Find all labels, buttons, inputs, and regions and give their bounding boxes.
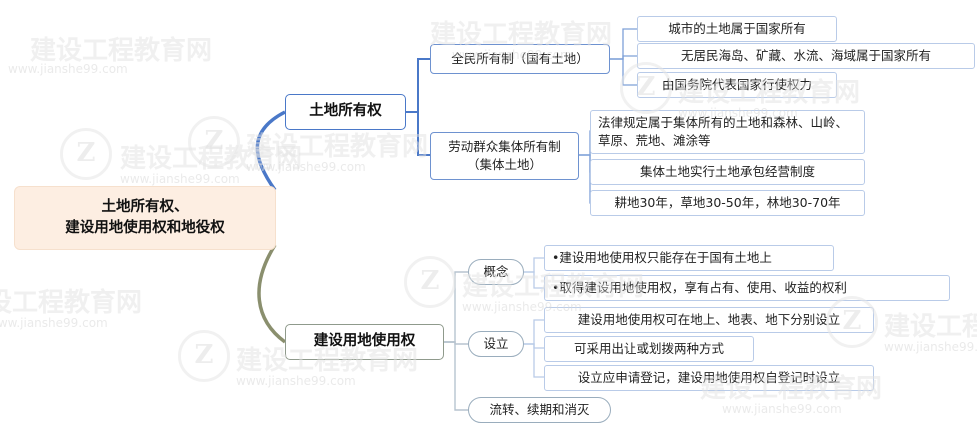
link-establish-item-1	[524, 319, 544, 345]
link-concept-item-2	[524, 271, 544, 289]
leaf-concept-item-1[interactable]: •建设用地使用权只能存在于国有土地上	[544, 245, 834, 271]
leaf-establish-item-1[interactable]: 建设用地使用权可在地上、地表、地下分别设立	[544, 307, 874, 333]
leaf-establish-item-2[interactable]: 可采用出让或划拨两种方式	[544, 336, 754, 362]
link-root-to-construction-land	[257, 244, 287, 344]
link-cl-to-concept	[444, 271, 468, 343]
node-transfer[interactable]: 流转、续期和消灭	[468, 397, 611, 423]
link-root-to-land-ownership	[255, 110, 286, 192]
node-establish[interactable]: 设立	[468, 331, 524, 357]
link-state-item-3	[609, 58, 637, 86]
node-collective-ownership[interactable]: 劳动群众集体所有制（集体土地）	[430, 132, 579, 180]
leaf-state-item-1[interactable]: 城市的土地属于国家所有	[637, 16, 837, 42]
link-lo-to-state	[406, 58, 430, 113]
leaf-state-item-2[interactable]: 无居民海岛、矿藏、水流、海域属于国家所有	[637, 43, 975, 69]
root-node[interactable]: 土地所有权、 建设用地使用权和地役权	[14, 186, 276, 250]
leaf-concept-item-2[interactable]: •取得建设用地使用权，享有占有、使用、收益的权利	[544, 275, 950, 301]
leaf-collective-item-2[interactable]: 集体土地实行土地承包经营制度	[590, 159, 865, 185]
link-state-item-1	[609, 28, 637, 60]
branch-node-land-ownership[interactable]: 土地所有权	[285, 94, 406, 130]
link-lo-to-collective	[406, 111, 430, 156]
link-establish-item-3	[524, 343, 544, 378]
branch-node-construction-land[interactable]: 建设用地使用权	[285, 324, 444, 360]
leaf-establish-item-3[interactable]: 设立应申请登记，建设用地使用权自登记时设立	[544, 365, 874, 391]
node-state-ownership[interactable]: 全民所有制（国有土地）	[430, 44, 610, 74]
node-concept[interactable]: 概念	[468, 259, 524, 285]
leaf-collective-item-3[interactable]: 耕地30年，草地30-50年，林地30-70年	[590, 190, 865, 216]
link-cl-to-transfer	[444, 341, 468, 411]
link-concept-item-1	[524, 257, 544, 273]
leaf-collective-item-1[interactable]: 法律规定属于集体所有的土地和森林、山岭、草原、荒地、滩涂等	[590, 110, 865, 154]
leaf-state-item-3[interactable]: 由国务院代表国家行使权力	[637, 72, 837, 98]
